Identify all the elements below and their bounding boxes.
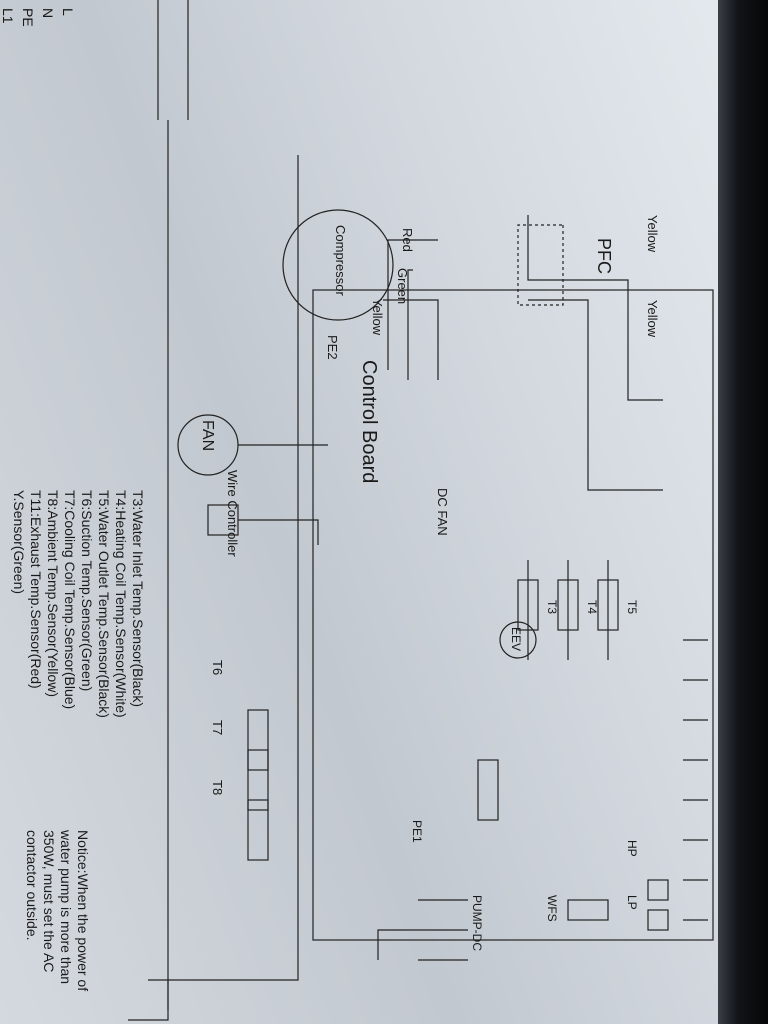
pfc-wire-yellow-bottom [528, 299, 663, 491]
pfc-wire-top-label: Yellow [645, 215, 660, 253]
hp-label: HP [625, 840, 639, 857]
pfc-wire-bottom-label: Yellow [645, 300, 660, 338]
wfs-switch [567, 899, 609, 921]
sensor-t11 [477, 759, 499, 821]
legend-line-4: T7:Cooling Coil Temp.Sensor(Blue) [62, 490, 78, 709]
fan-label: FAN [199, 420, 216, 451]
term-l1: L1 [0, 8, 16, 24]
sensor-t7 [247, 749, 269, 811]
legend-line-0: T3:Water Inlet Temp.Sensor(Black) [130, 490, 146, 707]
notice-line-3: contactor outside. [24, 830, 40, 941]
wire-yellow [383, 299, 439, 380]
board-power-terminals [418, 899, 468, 961]
pfc-wire-yellow-top [527, 215, 663, 401]
term-pe: PE [20, 8, 36, 27]
sensor-t4 [557, 579, 579, 631]
control-board-title: Control Board [358, 360, 380, 483]
t6-label: T6 [210, 660, 225, 675]
pfc-red-label: Red [400, 228, 415, 252]
wfs-label: WFS [545, 895, 559, 922]
sensor-t3 [517, 579, 539, 631]
sensor-t8 [247, 799, 269, 861]
t8-label: T8 [210, 780, 225, 795]
mains-n1-line [148, 155, 299, 981]
wire-controller-label: Wire Controller [225, 470, 240, 557]
dc-fan-label: DC FAN [435, 488, 450, 536]
compressor-label: Compressor [333, 225, 348, 296]
sensor-top-t5: T5 [625, 600, 639, 614]
pfc-label: PFC [594, 238, 614, 274]
legend-line-5: T8:Ambient Temp.Sensor(Yellow) [45, 490, 61, 697]
legend-line-3: T6:Suction Temp.Sensor(Green) [79, 490, 95, 691]
sensor-lines-top [527, 560, 609, 660]
lp-label: LP [625, 895, 639, 910]
legend-line-1: T4:Heating Coil Temp.Sensor(White) [113, 490, 129, 718]
pump-dc-label: PUMP-DC [470, 895, 484, 951]
notice-line-0: Notice:When the power of [75, 830, 91, 991]
term-n: N [40, 8, 56, 18]
pfc-yellow-label: Yellow [370, 298, 385, 336]
sensor-top-t4: T4 [585, 600, 599, 614]
pfc-green-label: Green [395, 268, 410, 304]
legend-line-6: T11:Exhaust Temp.Sensor(Red) [28, 490, 44, 689]
sensor-t5 [597, 579, 619, 631]
wire-green [407, 269, 413, 380]
switch-hp [647, 879, 669, 901]
legend-block: T3:Water Inlet Temp.Sensor(Black) T4:Hea… [11, 490, 146, 718]
wire-controller-line [238, 519, 319, 545]
switch-lp [647, 909, 669, 931]
compressor-pe: PE2 [325, 335, 340, 360]
board-ground-wire [377, 929, 418, 960]
mains-l1-line [128, 120, 169, 1021]
legend-line-2: T5:Water Outlet Temp.Sensor(Black) [96, 490, 112, 718]
compressor-symbol [282, 209, 394, 321]
t7-label: T7 [210, 720, 225, 735]
notice-line-1: water pump is more than [58, 829, 74, 984]
term-l: L [60, 8, 76, 16]
eev-label: EEV [509, 627, 523, 651]
wire-red [387, 239, 438, 370]
legend-line-7: Y.Sensor(Green) [11, 490, 27, 594]
pe1-label: PE1 [410, 820, 424, 843]
sensor-t6 [247, 709, 269, 771]
control-board-outline [312, 289, 714, 941]
pfc-box [517, 224, 564, 306]
output-connectors [683, 639, 708, 921]
notice-line-2: 350W, must set the AC [41, 830, 57, 972]
notice-block: Notice:When the power of water pump is m… [24, 829, 91, 991]
device-edge-shadow [718, 0, 768, 1024]
sensor-top-t3: T3 [545, 600, 559, 614]
